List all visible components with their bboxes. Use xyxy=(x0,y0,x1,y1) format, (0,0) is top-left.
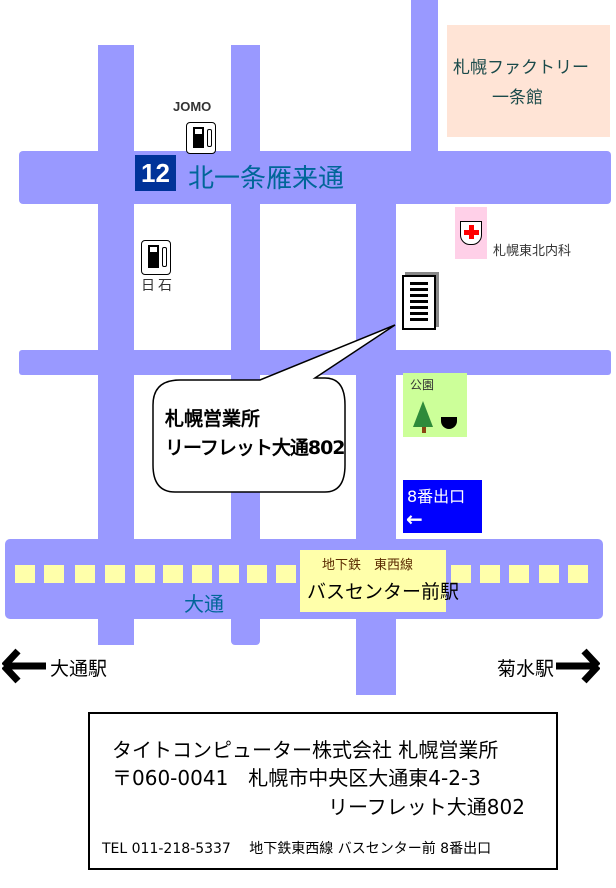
right-arrow-icon xyxy=(556,648,600,684)
subway-line-dash xyxy=(15,565,35,583)
clinic-marker xyxy=(455,207,487,259)
subway-line-name: 地下鉄 東西線 xyxy=(322,558,414,573)
route-number-badge: 12 xyxy=(135,155,176,191)
subway-line-dash xyxy=(276,565,296,583)
subway-line-dash xyxy=(105,565,125,583)
fountain-icon xyxy=(441,417,457,429)
company-building: リーフレット大通802 xyxy=(328,795,525,819)
exit-8-sign: 8番出口 ← xyxy=(403,480,482,533)
subway-line-dash xyxy=(247,565,267,583)
company-name: タイトコンピューター株式会社 札幌営業所 xyxy=(112,738,499,762)
exit-label: 8番出口 xyxy=(407,487,466,506)
subway-line-dash xyxy=(568,565,588,583)
station-label-box: 地下鉄 東西線 バスセンター前駅 xyxy=(300,550,459,612)
road-name-kita1jo: 北一条雁来通 xyxy=(188,164,345,194)
tree-icon xyxy=(413,401,433,427)
office-building-icon xyxy=(402,275,436,330)
park-label: 公園 xyxy=(410,378,435,392)
subway-line-dash xyxy=(539,565,559,583)
station-name: バスセンター前駅 xyxy=(307,581,460,603)
contact-info: TEL 011-218-5337 地下鉄東西線 バスセンター前 8番出口 xyxy=(102,841,492,857)
bubble-building-name: リーフレット大通802 xyxy=(165,437,346,459)
park: 公園 xyxy=(403,373,467,437)
clinic-label: 札幌東北内科 xyxy=(493,244,572,259)
subway-line-dash xyxy=(135,565,155,583)
subway-line-dash xyxy=(192,565,212,583)
company-address: 〒060-0041 札幌市中央区大通東4-2-3 xyxy=(112,766,481,790)
subway-line-dash xyxy=(219,565,239,583)
road-kita1jo xyxy=(19,151,611,204)
subway-line-dash xyxy=(163,565,183,583)
left-arrow-icon: ← xyxy=(406,507,423,531)
subway-line-dash xyxy=(44,565,64,583)
speech-bubble xyxy=(152,324,396,493)
bubble-office-name: 札幌営業所 xyxy=(165,408,261,430)
subway-line-dash xyxy=(509,565,529,583)
left-arrow-icon xyxy=(2,648,46,684)
gas-station-icon xyxy=(141,240,171,275)
subway-line-dash xyxy=(451,565,471,583)
subway-line-dash xyxy=(75,565,95,583)
kikusui-station-direction: 菊水駅 xyxy=(497,658,555,680)
sapporo-factory: 札幌ファクトリー 一条館 xyxy=(447,25,610,137)
nisseki-label: 日石 xyxy=(141,278,175,294)
company-info-box: タイトコンピューター株式会社 札幌営業所 〒060-0041 札幌市中央区大通東… xyxy=(88,712,558,870)
subway-line-dash xyxy=(480,565,500,583)
jomo-label: JOMO xyxy=(173,99,212,114)
factory-building: 一条館 xyxy=(492,88,543,108)
factory-name: 札幌ファクトリー xyxy=(453,58,589,78)
gas-station-icon xyxy=(186,122,216,154)
road-name-odori: 大通 xyxy=(184,592,224,616)
odori-station-direction: 大通駅 xyxy=(50,658,108,680)
red-cross-icon xyxy=(460,221,482,245)
